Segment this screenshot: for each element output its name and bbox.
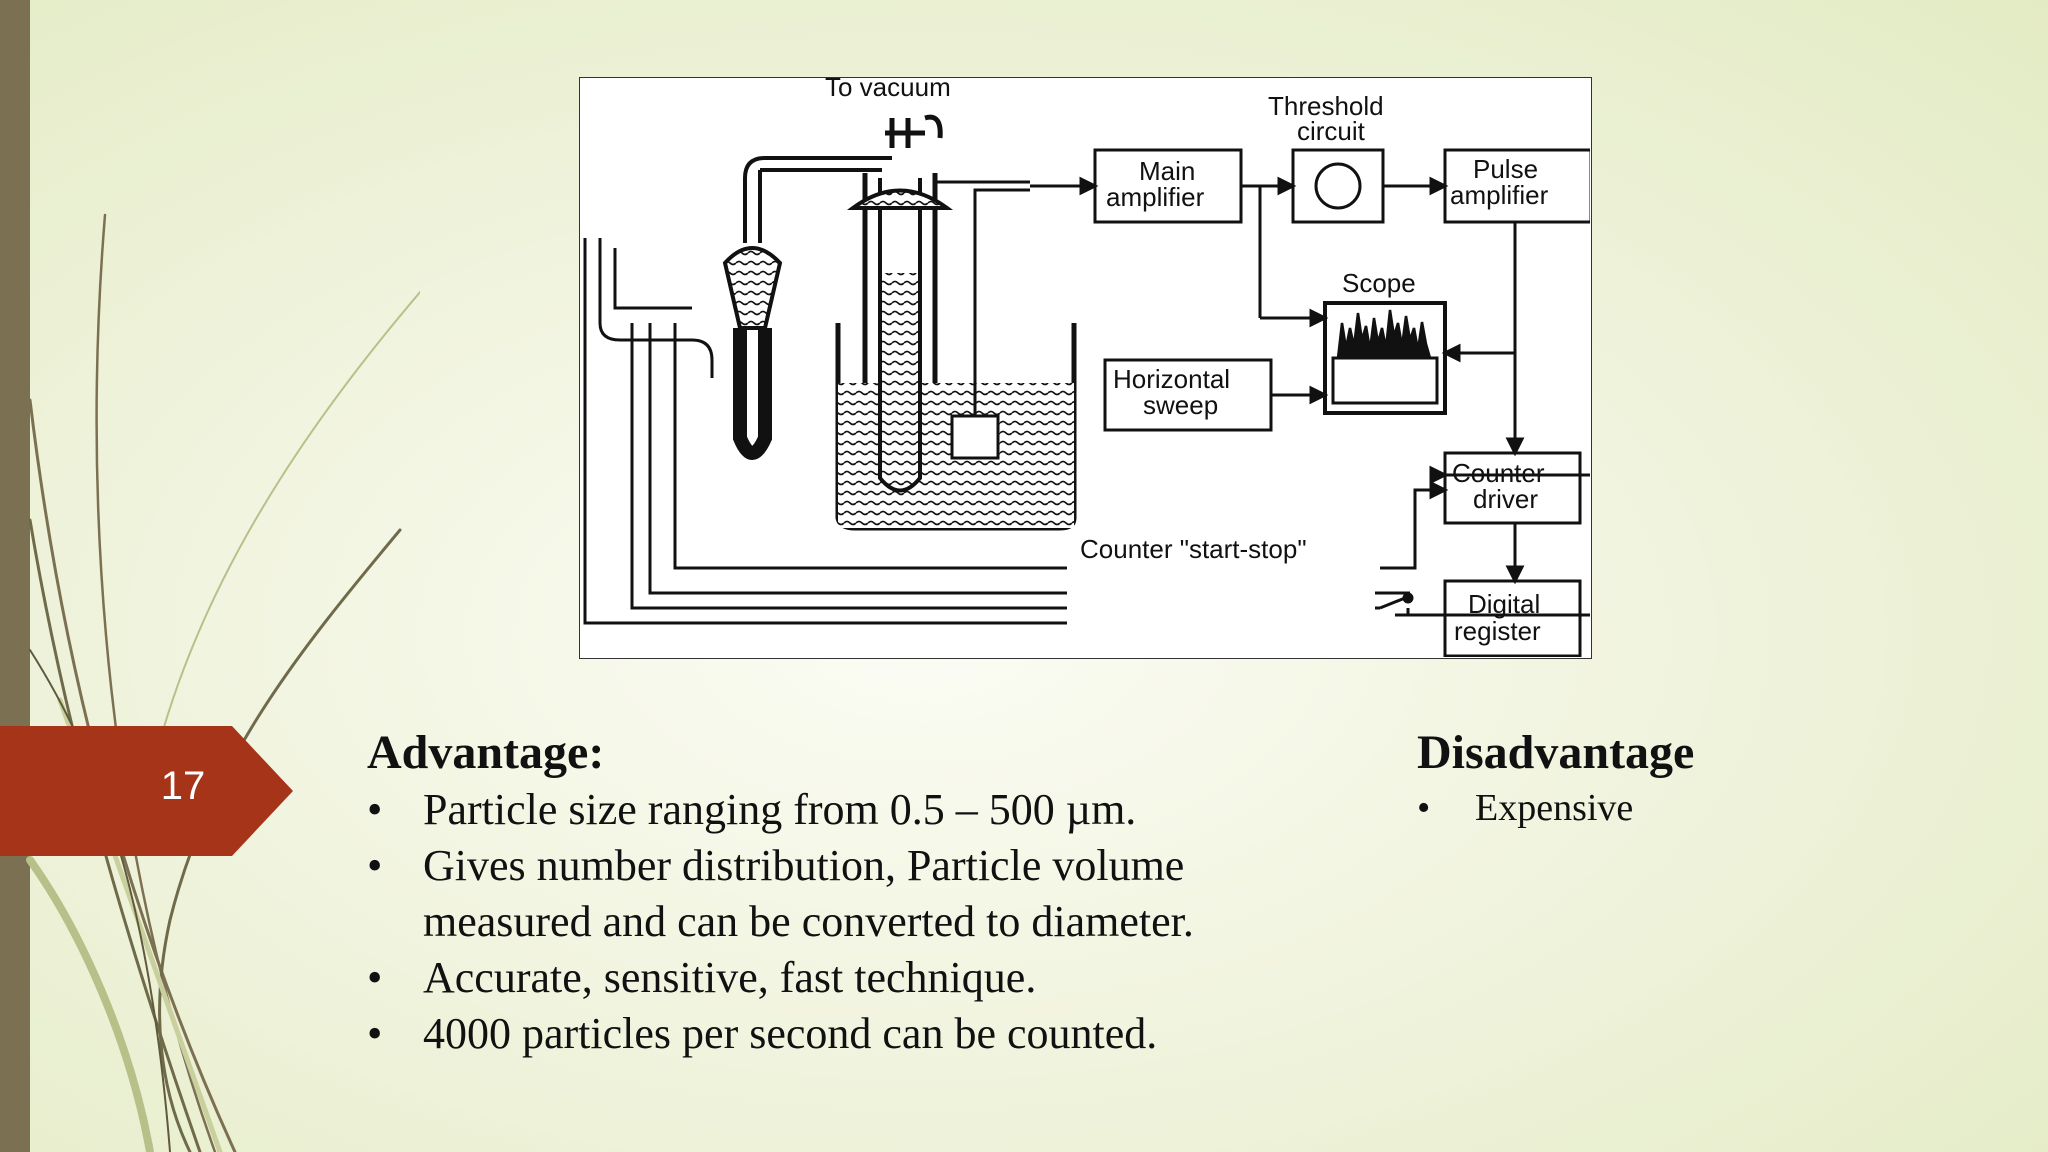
- scope-box: [1323, 301, 1447, 415]
- label-threshold-2: circuit: [1297, 116, 1366, 146]
- tube-cap: [846, 188, 954, 210]
- label-main-2: amplifier: [1106, 182, 1205, 212]
- list-item: •4000 particles per second can be counte…: [367, 1006, 1327, 1062]
- bullet: •: [367, 953, 383, 1002]
- label-scope: Scope: [1342, 268, 1416, 298]
- advantage-section: Advantage: •Particle size ranging from 0…: [367, 724, 1327, 1062]
- stopcock: [885, 114, 943, 148]
- electrode-wires: [583, 238, 1067, 625]
- advantage-heading: Advantage:: [367, 726, 605, 779]
- disadvantage-section: Disadvantage •Expensive: [1417, 724, 1917, 834]
- list-item: •Particle size ranging from 0.5 – 500 µm…: [367, 782, 1327, 838]
- label-digital-2: register: [1454, 616, 1541, 646]
- label-pulse-1: Pulse: [1473, 154, 1538, 184]
- advantage-list: •Particle size ranging from 0.5 – 500 µm…: [367, 782, 1327, 1062]
- left-accent-band: [0, 0, 30, 1152]
- counter-driver-box: [1443, 451, 1582, 525]
- label-horizontal-1: Horizontal: [1113, 364, 1230, 394]
- label-to-vacuum: To vacuum: [825, 78, 951, 102]
- label-pulse-2: amplifier: [1450, 180, 1549, 210]
- label-digital-1: Digital: [1468, 589, 1540, 619]
- u-tube: [733, 328, 772, 460]
- label-horizontal-2: sweep: [1143, 390, 1218, 420]
- list-item: •Accurate, sensitive, fast technique.: [367, 950, 1327, 1006]
- bullet: •: [367, 1009, 383, 1058]
- label-start-stop: Counter "start-stop": [1080, 534, 1307, 564]
- label-counter-1: Counter: [1452, 458, 1545, 488]
- bullet: •: [367, 785, 383, 834]
- bullet: •: [367, 841, 383, 890]
- bulb: [722, 246, 783, 330]
- slide-number-tag: [0, 726, 293, 856]
- list-item: •Expensive: [1417, 782, 1917, 834]
- list-item: •Gives number distribution, Particle vol…: [367, 838, 1327, 950]
- disadvantage-heading: Disadvantage: [1417, 726, 1695, 779]
- decorative-curves: [26, 213, 420, 1152]
- threshold-box: [1291, 148, 1385, 224]
- label-counter-2: driver: [1473, 484, 1538, 514]
- label-main-1: Main: [1139, 156, 1195, 186]
- coulter-counter-diagram: To vacuum Threshold circuit Main amplifi…: [579, 77, 1592, 659]
- vacuum-pipe: [743, 156, 892, 243]
- disadvantage-list: •Expensive: [1417, 782, 1917, 834]
- slide-number: 17: [160, 764, 206, 808]
- bullet: •: [1417, 787, 1431, 829]
- digital-register-box: [1443, 579, 1582, 657]
- label-threshold-1: Threshold: [1268, 91, 1384, 121]
